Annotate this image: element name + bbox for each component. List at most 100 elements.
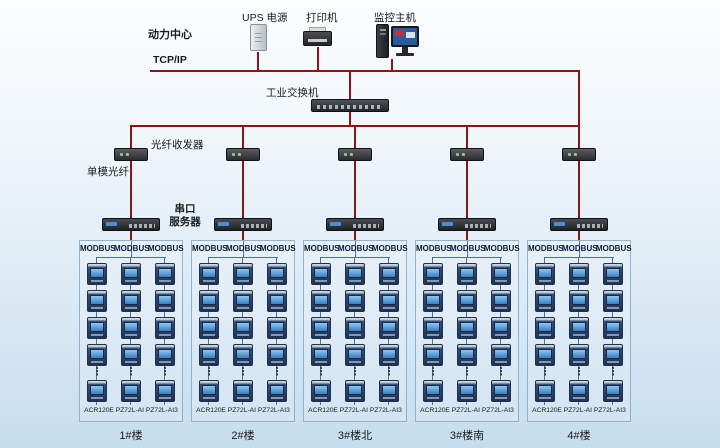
transceiver-leds <box>344 153 347 156</box>
panel-bus-line <box>209 257 278 258</box>
monitor-base <box>396 53 414 56</box>
group-drop-line <box>242 125 244 148</box>
meter-ellipsis: ⋮ <box>607 366 619 378</box>
building-group: MODBUS ⋮ MODBUS ⋮ <box>79 125 184 443</box>
group-drop-line <box>578 125 580 148</box>
meter-screen <box>606 295 620 305</box>
meter-screen <box>270 268 284 278</box>
meter-screen <box>382 268 396 278</box>
meter-screen <box>236 268 250 278</box>
meter-screen <box>494 385 508 395</box>
ups-vents <box>255 30 262 45</box>
fiber-transceiver-icon <box>562 148 596 161</box>
printer-connector-line <box>317 47 319 70</box>
power-meter-icon <box>267 263 287 285</box>
monitor-screen-content <box>395 30 404 36</box>
meter-screen <box>202 385 216 395</box>
power-meter-icon <box>121 317 141 339</box>
transceiver-leds <box>568 153 571 156</box>
serial-server-ports <box>129 224 155 228</box>
serial-drop-line <box>578 231 580 241</box>
meter-screen <box>494 268 508 278</box>
fiber-transceiver-icon <box>226 148 260 161</box>
meter-model-label: ACR120E PZ72L-AI PZ72L-AI3 <box>84 407 178 414</box>
power-meter-icon <box>87 344 107 366</box>
serial-server-icon <box>326 218 384 231</box>
power-meter-icon <box>379 290 399 312</box>
meter-screen <box>348 349 362 359</box>
power-meter-icon <box>199 290 219 312</box>
building-group: MODBUS ⋮ MODBUS ⋮ <box>191 125 296 443</box>
power-meter-icon <box>491 344 511 366</box>
meter-screen <box>158 349 172 359</box>
meter-screen <box>426 268 440 278</box>
meter-screen <box>348 322 362 332</box>
power-meter-icon <box>569 344 589 366</box>
power-meter-icon <box>535 317 555 339</box>
modbus-label: MODBUS <box>226 244 262 253</box>
power-meter-icon <box>155 344 175 366</box>
power-meter-icon <box>155 317 175 339</box>
meter-screen <box>460 322 474 332</box>
modbus-label: MODBUS <box>148 244 184 253</box>
power-meter-icon <box>121 290 141 312</box>
meter-screen <box>538 349 552 359</box>
power-meter-icon <box>457 317 477 339</box>
serial-server-tag <box>330 222 341 226</box>
meter-screen <box>158 322 172 332</box>
modbus-label: MODBUS <box>80 244 116 253</box>
serial-server-tag <box>554 222 565 226</box>
power-meter-icon <box>423 290 443 312</box>
meter-screen <box>426 385 440 395</box>
meter-screen <box>494 349 508 359</box>
serial-server-icon <box>102 218 160 231</box>
meter-screen <box>270 349 284 359</box>
power-meter-icon <box>379 317 399 339</box>
fiber-link-line <box>242 161 244 218</box>
power-meter-icon <box>199 344 219 366</box>
meter-screen <box>348 295 362 305</box>
ups-icon <box>250 24 267 51</box>
modbus-label: MODBUS <box>304 244 340 253</box>
meter-screen <box>124 349 138 359</box>
power-meter-icon <box>379 344 399 366</box>
meter-screen <box>572 385 586 395</box>
power-meter-icon <box>87 263 107 285</box>
meter-screen <box>382 295 396 305</box>
industrial-switch-label: 工业交换机 <box>266 87 319 99</box>
meter-screen <box>202 322 216 332</box>
meter-screen <box>202 349 216 359</box>
meter-column: MODBUS ⋮ <box>226 241 262 421</box>
meter-screen <box>90 268 104 278</box>
power-meter-icon <box>267 380 287 402</box>
transceiver-leds <box>232 153 235 156</box>
meter-screen <box>236 385 250 395</box>
meter-screen <box>538 322 552 332</box>
meter-screen <box>382 385 396 395</box>
meter-screen <box>572 268 586 278</box>
fiber-link-line <box>130 161 132 218</box>
power-meter-icon <box>457 290 477 312</box>
meter-screen <box>314 295 328 305</box>
power-meter-icon <box>121 263 141 285</box>
meter-screen <box>236 295 250 305</box>
meter-screen <box>270 385 284 395</box>
meter-column: MODBUS ⋮ <box>528 241 564 421</box>
meter-screen <box>606 322 620 332</box>
meter-screen <box>270 295 284 305</box>
switch-downlink-line <box>349 112 351 125</box>
meter-ellipsis: ⋮ <box>539 366 551 378</box>
meter-column: MODBUS ⋮ <box>304 241 340 421</box>
meter-screen <box>460 385 474 395</box>
meter-screen <box>572 295 586 305</box>
pc-tower-icon <box>376 24 389 58</box>
power-meter-icon <box>155 380 175 402</box>
power-meter-icon <box>345 344 365 366</box>
modbus-label: MODBUS <box>484 244 520 253</box>
meter-screen <box>236 349 250 359</box>
meter-ellipsis: ⋮ <box>203 366 215 378</box>
meter-ellipsis: ⋮ <box>349 366 361 378</box>
meter-model-label: ACR120E PZ72L-AI PZ72L-AI3 <box>420 407 514 414</box>
power-meter-icon <box>199 263 219 285</box>
